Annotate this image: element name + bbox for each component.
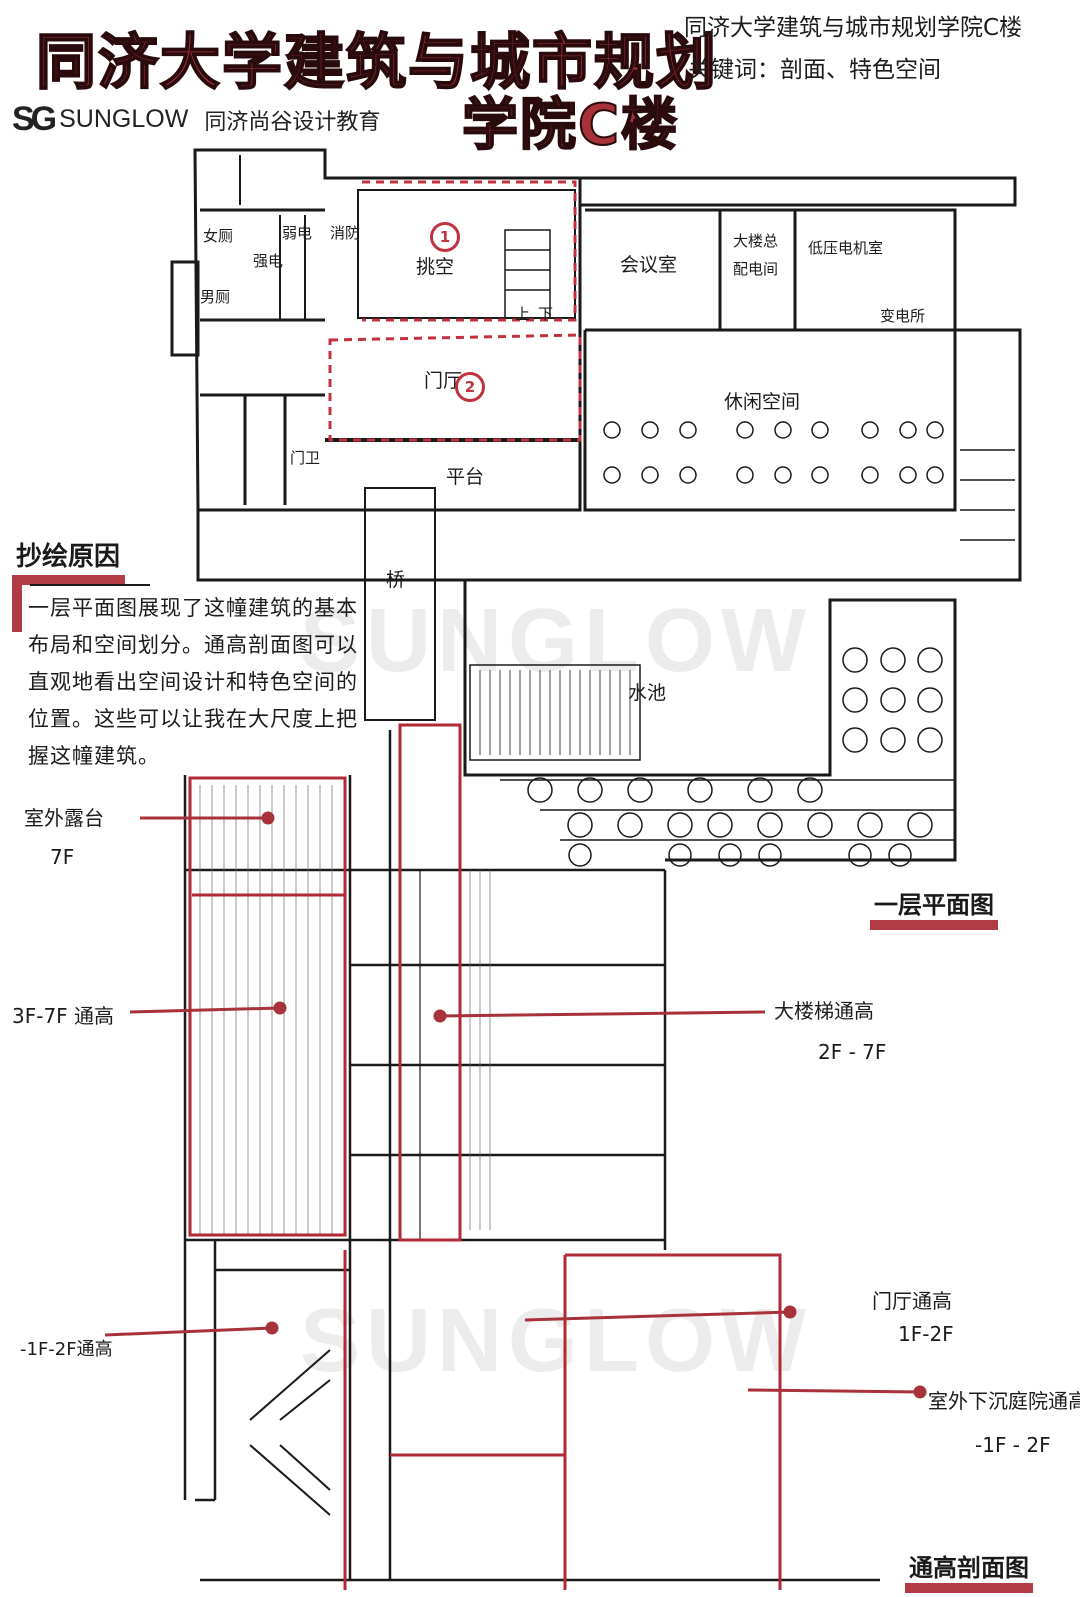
- reason-bracket: [12, 575, 125, 632]
- room-leisure: 休闲空间: [724, 391, 801, 413]
- watermark: SUNGLOW: [300, 591, 812, 691]
- annotation-floors: -1F - 2F: [975, 1433, 1051, 1457]
- subtitle: 同济大学建筑与城市规划学院C楼: [684, 15, 1023, 41]
- marker-2: 2: [455, 372, 485, 402]
- annotation-floors: 7F: [50, 845, 75, 869]
- room-lobby: 门厅: [424, 370, 463, 392]
- marker-1: 1: [430, 222, 460, 252]
- stair-down: 下: [538, 305, 554, 323]
- annotation-label: 门厅通高: [872, 1289, 952, 1313]
- annotation-label: 大楼梯通高: [774, 999, 874, 1023]
- room-substation: 变电所: [880, 307, 926, 325]
- furniture: [527, 421, 944, 867]
- room-bridge: 桥: [386, 569, 406, 591]
- room-men-wc: 男厕: [200, 288, 231, 306]
- room-power-1: 大楼总: [733, 232, 779, 250]
- room-women-wc: 女厕: [203, 227, 234, 245]
- logo-name: SUNGLOW: [59, 105, 189, 133]
- room-platform: 平台: [446, 466, 485, 488]
- stair-up: 上: [515, 305, 531, 323]
- section-highlights: [188, 723, 782, 1590]
- reason-title: 抄绘原因: [16, 542, 121, 572]
- main-title-line1: 同济大学建筑与城市规划: [35, 27, 718, 99]
- room-void: 挑空: [416, 256, 455, 278]
- room-meeting: 会议室: [620, 254, 678, 276]
- floor-plan: [170, 148, 1022, 862]
- section-drawing: [183, 730, 880, 1582]
- annotation-label: 室外露台: [24, 806, 104, 830]
- room-weak-elec: 弱电: [282, 224, 313, 242]
- annotation-label: 室外下沉庭院通高: [928, 1389, 1080, 1413]
- logo-mark: SG: [12, 100, 57, 138]
- main-title-line2: 学院C楼: [461, 92, 680, 159]
- section-title: 通高剖面图: [905, 1548, 1033, 1593]
- logo-org: 同济尚谷设计教育: [204, 109, 381, 135]
- annotation-label: -1F-2F通高: [20, 1339, 113, 1360]
- annotation-leaders: [104, 811, 927, 1399]
- reason-frame: [30, 584, 366, 720]
- keywords: 关键词：剖面、特色空间: [688, 57, 941, 83]
- room-strong-elec: 强电: [253, 252, 284, 270]
- logo: SG SUNGLOW 同济尚谷设计教育: [12, 100, 380, 139]
- watermark: SUNGLOW: [300, 1291, 812, 1391]
- annotation-floors: 1F-2F: [898, 1322, 954, 1346]
- room-fire: 消防: [330, 224, 361, 242]
- reason-body: 一层平面图展现了这幢建筑的基本布局和空间划分。通高剖面图可以直观地看出空间设计和…: [28, 596, 358, 768]
- room-low-voltage: 低压电机室: [808, 239, 884, 257]
- annotation-label: 3F-7F 通高: [12, 1004, 115, 1028]
- room-guard: 门卫: [290, 449, 321, 467]
- room-power-2: 配电间: [733, 260, 779, 278]
- room-pool: 水池: [628, 682, 667, 704]
- plan-title: 一层平面图: [870, 885, 998, 930]
- annotation-floors: 2F - 7F: [818, 1040, 887, 1064]
